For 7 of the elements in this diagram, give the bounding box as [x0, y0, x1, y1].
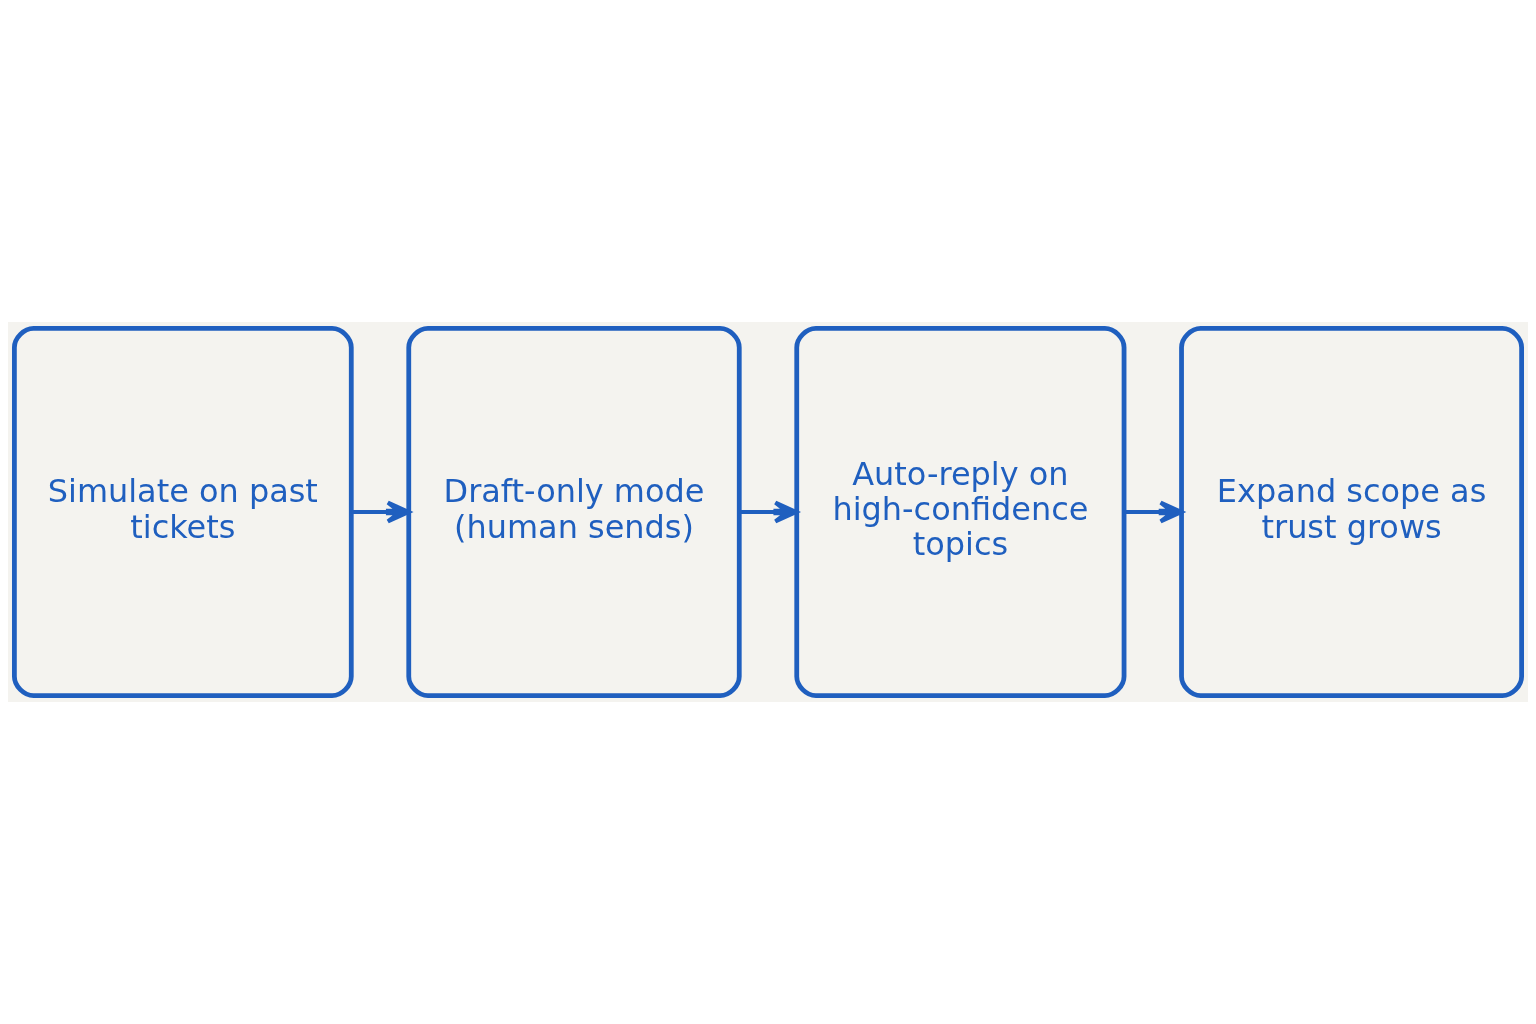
node-box: Auto-reply on high-confidence topics — [794, 326, 1127, 698]
node-box: Simulate on past tickets — [12, 326, 354, 698]
node-box: Expand scope as trust grows — [1179, 326, 1524, 698]
arrow — [351, 500, 411, 524]
node-box: Draft-only mode (human sends) — [406, 326, 742, 698]
arrow — [739, 500, 799, 524]
arrow — [1124, 500, 1184, 524]
